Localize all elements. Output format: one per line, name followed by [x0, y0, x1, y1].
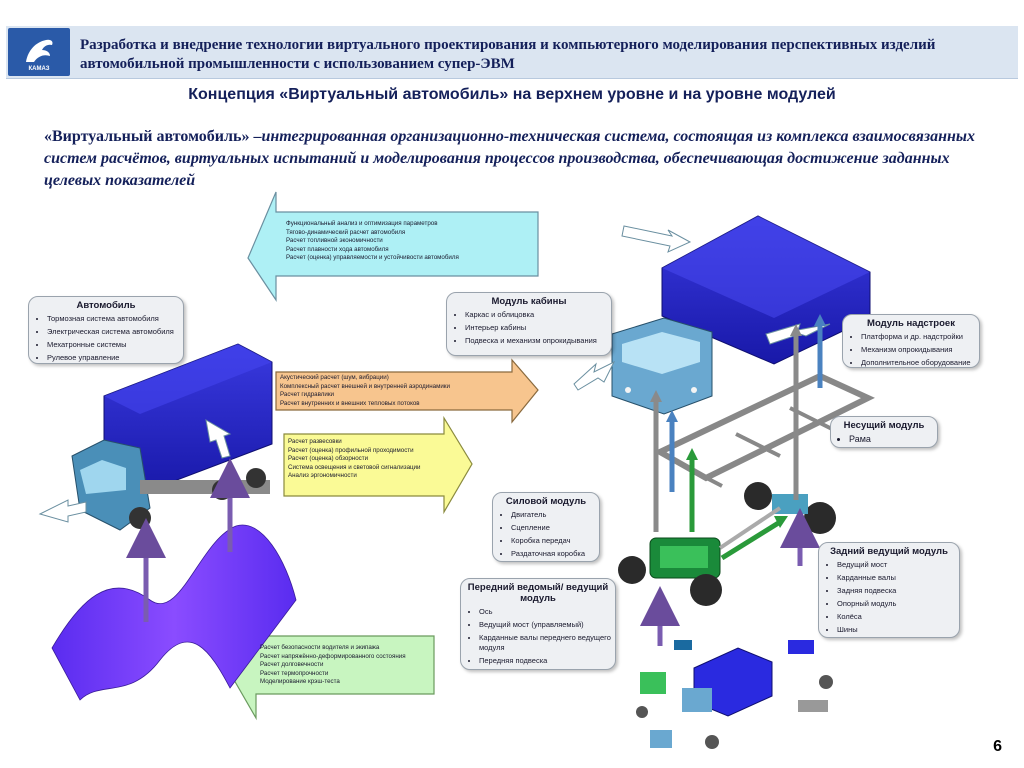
kamaz-logo	[8, 28, 70, 76]
panel-item: Двигатель	[511, 510, 599, 520]
panel-item: Подвеска и механизм опрокидывания	[465, 336, 611, 346]
panel-title: Задний ведущий модуль	[830, 546, 948, 557]
yellow-arrow-text: Расчет развесовки Расчет (оценка) профил…	[288, 438, 448, 481]
blue-arrow-cabin	[666, 410, 678, 492]
yellow-item: Расчет (оценка) обзорности	[288, 455, 369, 463]
panel-item: Шины	[837, 625, 959, 635]
orange-item: Расчет внутренних и внешних тепловых пот…	[280, 399, 420, 407]
cyan-item: Расчет (оценка) управляемости и устойчив…	[286, 254, 459, 262]
panel-item: Механизм опрокидывания	[861, 345, 979, 355]
yellow-item: Анализ эргономичности	[288, 472, 357, 480]
white-arrow-cabin	[573, 360, 616, 391]
panel-item: Ведущий мост (управляемый)	[479, 620, 615, 630]
page-number: 6	[993, 738, 1002, 755]
yellow-item: Расчет развесовки	[288, 438, 342, 445]
panel-power: Силовой модуль Двигатель Сцепление Короб…	[492, 492, 600, 562]
panel-item: Дополнительное оборудование	[861, 358, 979, 368]
cabin-module-image	[611, 317, 713, 415]
green-item: Расчет долговечности	[260, 661, 324, 669]
panel-item: Сцепление	[511, 523, 599, 533]
exploded-components-image	[636, 640, 833, 749]
panel-item: Каркас и облицовка	[465, 310, 611, 320]
yellow-arrow	[283, 415, 473, 515]
panel-title: Модуль надстроек	[867, 318, 955, 329]
road-surface	[51, 524, 297, 701]
cyan-item: Функциональный анализ и оптимизация пара…	[286, 220, 438, 227]
panel-item: Мехатронные системы	[47, 340, 183, 350]
panel-item: Ведущий мост	[837, 560, 959, 570]
green-arrow-text: Расчет безопасности водителя и экипажа Р…	[260, 644, 432, 687]
green-item: Расчет напряжённо-деформированного состо…	[260, 652, 406, 660]
definition-term: «Виртуальный автомобиль» –	[44, 128, 262, 145]
panel-body: Модуль надстроек Платформа и др. надстро…	[842, 314, 980, 368]
panel-item: Опорный модуль	[837, 599, 959, 609]
white-arrow-right-truck	[205, 419, 232, 459]
panel-item: Коробка передач	[511, 536, 599, 546]
panel-item: Электрическая система автомобиля	[47, 327, 183, 337]
panel-title: Несущий модуль	[843, 420, 925, 431]
panel-cabin: Модуль кабины Каркас и облицовка Интерье…	[446, 292, 612, 356]
cyan-arrow	[247, 191, 539, 302]
panel-title: Модуль кабины	[491, 296, 567, 307]
panel-frame: Несущий модуль Рама	[830, 416, 938, 448]
panel-item: Ось	[479, 607, 615, 617]
cyan-item: Тягово-динамический расчет автомобиля	[286, 228, 406, 236]
panel-item: Колёса	[837, 612, 959, 622]
chassis-image	[618, 482, 836, 606]
definition-text: «Виртуальный автомобиль» –интегрированна…	[44, 126, 984, 190]
panel-item: Передняя подвеска	[479, 656, 615, 666]
panel-item: Задняя подвеска	[837, 586, 959, 596]
orange-item: Комплексный расчет внешней и внутренней …	[280, 382, 450, 390]
green-item: Моделирование крэш-теста	[260, 678, 340, 686]
left-truck-image	[71, 343, 273, 531]
cyan-item: Расчет топливной экономичности	[286, 237, 383, 245]
panel-item: Интерьер кабины	[465, 323, 611, 333]
header-bar	[6, 26, 1018, 79]
panel-item: Тормозная система автомобиля	[47, 314, 183, 324]
yellow-item: Расчет (оценка) профильной проходимости	[288, 446, 414, 454]
cyan-arrow-text: Функциональный анализ и оптимизация пара…	[286, 220, 526, 263]
panel-item: Раздаточная коробка	[511, 549, 599, 559]
green-up-arrow	[686, 448, 698, 532]
blue-arrow-body	[814, 314, 826, 388]
panel-vehicle: Автомобиль Тормозная система автомобиля …	[28, 296, 184, 364]
panel-title: Передний ведомый/ ведущий модуль	[467, 582, 609, 604]
orange-item: Акустический расчет (шум, вибрации)	[280, 374, 389, 381]
orange-arrow	[275, 358, 539, 424]
panel-item: Платформа и др. надстройки	[861, 332, 979, 342]
panel-item: Рама	[849, 434, 937, 444]
header-title: Разработка и внедрение технологии виртуа…	[80, 37, 936, 72]
white-arrow-left-truck	[38, 499, 87, 523]
gray-arrow-body	[790, 324, 802, 500]
cyan-item: Расчет плавности хода автомобиля	[286, 245, 389, 253]
horse-icon	[26, 39, 53, 62]
green-item: Расчет безопасности водителя и экипажа	[260, 644, 380, 651]
yellow-item: Система освещения и световой сигнализаци…	[288, 463, 421, 471]
gray-arrow-cabin	[650, 390, 662, 532]
definition-body: интегрированная организационно-техническ…	[44, 128, 975, 189]
panel-item: Карданные валы переднего ведущего модуля	[479, 633, 615, 653]
panel-title: Силовой модуль	[505, 496, 587, 507]
panel-rear: Задний ведущий модуль Ведущий мост Карда…	[818, 542, 960, 638]
orange-item: Расчет гидравлики	[280, 391, 334, 399]
panel-item: Рулевое управление	[47, 353, 183, 363]
panel-title: Автомобиль	[76, 300, 136, 311]
green-connector-arrow	[720, 516, 788, 561]
orange-arrow-text: Акустический расчет (шум, вибрации) Комп…	[280, 374, 512, 408]
panel-front: Передний ведомый/ ведущий модуль Ось Вед…	[460, 578, 616, 670]
logo-text: КАМАЗ	[28, 66, 50, 72]
green-item: Расчет термопрочности	[260, 669, 329, 677]
panel-item: Карданные валы	[837, 573, 959, 583]
page-subtitle: Концепция «Виртуальный автомобиль» на ве…	[188, 86, 836, 103]
white-arrow-body	[621, 225, 692, 253]
